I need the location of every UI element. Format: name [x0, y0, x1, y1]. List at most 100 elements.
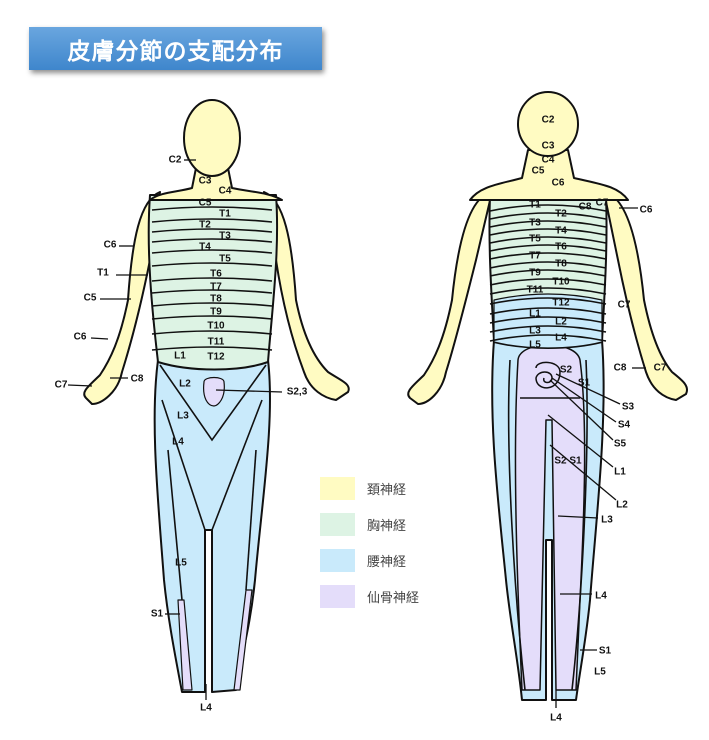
legend: 頚神経 胸神経 腰神経 仙骨神経	[320, 470, 419, 614]
front-label: T8	[210, 294, 222, 305]
front-label: T2	[199, 220, 211, 231]
front-leg-boundary	[211, 399, 263, 531]
front-label: T7	[210, 282, 222, 293]
front-label: C3	[199, 176, 212, 187]
back-label: T5	[529, 234, 541, 245]
front-genital-sacral	[203, 376, 225, 407]
back-leader-line	[549, 379, 614, 441]
legend-label: 胸神経	[367, 518, 407, 534]
front-label: C8	[131, 374, 144, 385]
front-band-line	[151, 238, 273, 243]
back-label: L4	[555, 333, 567, 344]
back-label: C5	[532, 166, 545, 177]
front-band-line	[151, 218, 273, 223]
front-label: T6	[210, 269, 222, 280]
front-leader-line	[67, 384, 93, 387]
front-neck-cervical	[149, 167, 283, 201]
front-label: T11	[208, 337, 225, 348]
back-label: L1	[614, 467, 626, 478]
front-band-line	[151, 346, 273, 351]
back-label: S1	[599, 646, 612, 657]
back-label: T10	[552, 277, 570, 288]
front-torso-thoracic	[147, 194, 279, 371]
front-label: C5	[84, 293, 97, 304]
dermatome-labels: C2C3C4C5T1T2T3T4T5T6T7T8T9T10T11T12C6T1C…	[55, 115, 667, 724]
back-band-line	[489, 325, 607, 333]
back-leader-line	[549, 444, 617, 501]
back-band-line	[489, 269, 607, 277]
back-label: S2	[560, 365, 573, 376]
front-label: T12	[207, 352, 225, 363]
front-leg-boundary	[245, 449, 257, 591]
front-label: T1	[219, 209, 231, 220]
front-label: C6	[104, 240, 117, 251]
legend-item-sacral: 仙骨神経	[320, 578, 419, 614]
back-label: C8	[614, 363, 627, 374]
front-label: C7	[55, 380, 68, 391]
legend-item-cervical: 頚神経	[320, 470, 419, 506]
front-band-line	[151, 330, 273, 335]
front-right-arm	[263, 191, 350, 401]
back-label: C4	[542, 155, 555, 166]
back-band-line	[489, 316, 607, 324]
back-left-arm	[407, 191, 493, 405]
back-head	[517, 91, 579, 157]
front-label: S2,3	[287, 387, 308, 398]
back-label: L3	[601, 515, 613, 526]
legend-swatch	[320, 584, 355, 608]
back-label: T12	[552, 298, 570, 309]
back-label: T11	[527, 285, 544, 296]
front-label: L1	[174, 351, 186, 362]
back-label: T2	[555, 209, 567, 220]
back-label: L2	[616, 500, 628, 511]
back-label: S5	[614, 439, 627, 450]
legend-label: 腰神経	[367, 554, 407, 570]
back-label: C7	[654, 363, 667, 374]
back-label: T9	[529, 268, 541, 279]
legend-swatch	[320, 548, 355, 572]
legend-label: 仙骨神経	[367, 590, 420, 606]
page-title: 皮膚分節の支配分布	[29, 27, 322, 70]
back-leg-boundary	[507, 359, 526, 691]
front-label: T3	[219, 231, 231, 242]
back-label: T1	[529, 200, 541, 211]
back-sacral-spiral	[535, 361, 561, 389]
front-label: L5	[175, 558, 187, 569]
front-label: T9	[210, 307, 222, 318]
legend-label: 頚神経	[367, 482, 407, 498]
back-label: C6	[640, 205, 653, 216]
back-label: T6	[555, 242, 567, 253]
front-label: L3	[177, 411, 189, 422]
back-band-line	[489, 297, 607, 305]
back-body-figure	[407, 91, 688, 701]
front-band-line	[151, 206, 273, 211]
front-label: S1	[151, 609, 164, 620]
back-band-line	[489, 252, 607, 260]
back-leg-boundary	[571, 359, 588, 691]
front-label: C5	[199, 198, 212, 209]
back-label: C6	[552, 178, 565, 189]
front-leg-boundary	[161, 399, 206, 531]
back-band-line	[489, 244, 607, 252]
back-leader-line	[551, 377, 617, 423]
front-band-line	[151, 262, 273, 267]
back-band-line	[489, 307, 607, 315]
back-band-line	[489, 334, 607, 342]
front-label: T5	[219, 254, 231, 265]
back-band-line	[489, 236, 607, 244]
back-band-line	[489, 287, 607, 295]
back-label: S2 S1	[554, 456, 582, 467]
legend-swatch	[320, 476, 355, 500]
back-label: C7	[618, 300, 631, 311]
legend-item-lumbar: 腰神経	[320, 542, 419, 578]
front-label: L4	[172, 437, 184, 448]
front-band-line	[151, 302, 273, 307]
back-label: C7	[596, 198, 609, 209]
back-label: T7	[529, 251, 541, 262]
back-label: L5	[594, 667, 606, 678]
back-label: S3	[622, 402, 635, 413]
back-label: L3	[529, 326, 541, 337]
back-label: L5	[529, 340, 541, 351]
back-band-line	[489, 220, 607, 228]
back-leader-line	[555, 373, 621, 405]
